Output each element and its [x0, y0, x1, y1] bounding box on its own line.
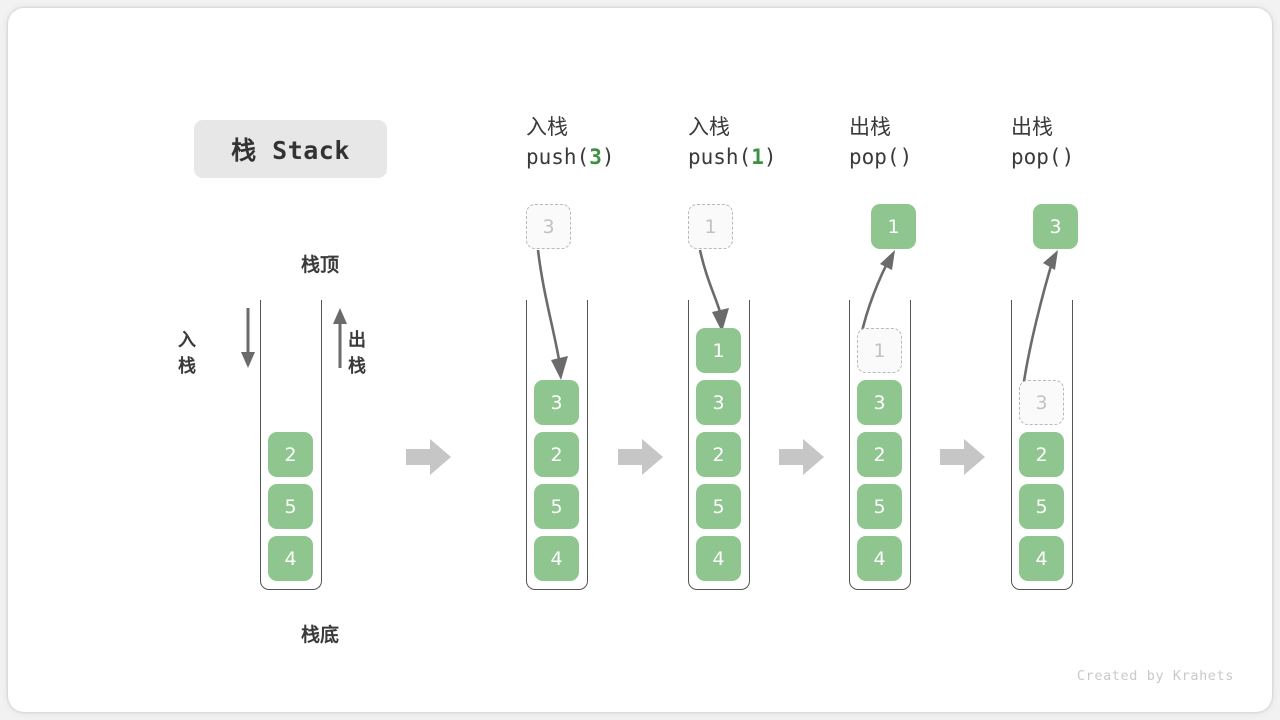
column-call-suffix: )	[763, 144, 777, 169]
stack-cell-value: 4	[550, 547, 563, 570]
stack-cell: 2	[696, 432, 741, 477]
stack-cell: 2	[534, 432, 579, 477]
column-stack-tube	[1011, 300, 1073, 590]
column-call-suffix: )	[601, 144, 615, 169]
stack-cell: 2	[1019, 432, 1064, 477]
stack-cell-value: 4	[284, 547, 297, 570]
stack-cell: 5	[1019, 484, 1064, 529]
column-heading: 出栈 pop()	[849, 113, 999, 173]
floating-element: 1	[871, 204, 916, 249]
push-motion-arrow-icon	[698, 249, 729, 332]
column-op-label: 出栈	[1011, 115, 1053, 139]
floating-element-value: 1	[704, 215, 717, 238]
floating-element: 3	[1033, 204, 1078, 249]
stack-cell-removed: 1	[857, 328, 902, 373]
floating-element-value: 3	[1049, 215, 1062, 238]
stack-cell-value: 1	[873, 339, 886, 362]
floating-element: 3	[526, 204, 571, 249]
diagram-title-badge: 栈 Stack	[194, 120, 387, 178]
column-call-prefix: pop(	[1011, 144, 1062, 169]
stack-cell-value: 5	[712, 495, 725, 518]
stack-cell-value: 3	[1035, 391, 1048, 414]
column-stack-tube	[849, 300, 911, 590]
stack-cell-value: 2	[550, 443, 563, 466]
step-arrow-2	[618, 439, 663, 475]
stack-cell: 4	[268, 536, 313, 581]
column-call-prefix: push(	[526, 144, 590, 169]
column-call-arg: 3	[589, 144, 602, 169]
stack-cell: 3	[857, 380, 902, 425]
stack-cell-value: 5	[284, 495, 297, 518]
column-op-label: 入栈	[526, 115, 568, 139]
stack-cell: 4	[696, 536, 741, 581]
stack-cell: 3	[534, 380, 579, 425]
stack-cell: 2	[857, 432, 902, 477]
push-motion-arrow-icon	[536, 249, 568, 380]
stack-top-label: 栈顶	[300, 254, 339, 276]
push-direction-label: 入栈	[178, 330, 196, 377]
column-call-arg: 1	[751, 144, 764, 169]
stack-cell: 4	[1019, 536, 1064, 581]
stack-cell: 4	[534, 536, 579, 581]
pop-direction-label: 出栈	[348, 330, 366, 377]
stack-cell-value: 2	[712, 443, 725, 466]
stack-bottom-label: 栈底	[300, 624, 339, 646]
stack-cell-value: 3	[712, 391, 725, 414]
stack-cell-value: 5	[1035, 495, 1048, 518]
floating-element-value: 1	[887, 215, 900, 238]
stack-cell-value: 3	[873, 391, 886, 414]
stack-cell-value: 1	[712, 339, 725, 362]
column-heading: 入栈 push(3)	[526, 113, 676, 173]
step-arrow-4	[940, 439, 985, 475]
stack-cell: 5	[696, 484, 741, 529]
stack-cell-value: 2	[1035, 443, 1048, 466]
stack-cell: 3	[696, 380, 741, 425]
column-call-suffix: )	[1061, 144, 1075, 169]
stack-cell-value: 4	[873, 547, 886, 570]
pop-motion-arrow-icon	[1021, 250, 1058, 389]
column-call-suffix: )	[899, 144, 913, 169]
stack-cell: 5	[268, 484, 313, 529]
stack-cell: 2	[268, 432, 313, 477]
column-op-label: 入栈	[688, 115, 730, 139]
stack-cell: 4	[857, 536, 902, 581]
push-direction-arrow-icon	[241, 308, 255, 368]
column-stack-tube	[688, 300, 750, 590]
stack-cell-value: 2	[873, 443, 886, 466]
stack-cell-value: 4	[1035, 547, 1048, 570]
column-stack-tube	[526, 300, 588, 590]
column-call-prefix: push(	[688, 144, 752, 169]
main-stack-tube	[260, 300, 322, 590]
stack-cell-value: 5	[873, 495, 886, 518]
column-call-prefix: pop(	[849, 144, 900, 169]
floating-element-value: 3	[542, 215, 555, 238]
credit-text: Created by Krahets	[1076, 668, 1234, 684]
stack-cell: 1	[696, 328, 741, 373]
diagram-title-text: 栈 Stack	[231, 136, 350, 165]
pop-direction-arrow-icon	[333, 308, 347, 368]
step-arrow-3	[779, 439, 824, 475]
stack-cell-value: 4	[712, 547, 725, 570]
stack-cell-removed: 3	[1019, 380, 1064, 425]
column-op-label: 出栈	[849, 115, 891, 139]
diagram-card: 栈 Stack 栈顶 栈底 入栈 出栈 2 5 4	[8, 8, 1272, 712]
stack-cell: 5	[857, 484, 902, 529]
column-heading: 入栈 push(1)	[688, 113, 838, 173]
stack-cell-value: 2	[284, 443, 297, 466]
step-arrow-1	[406, 439, 451, 475]
column-heading: 出栈 pop()	[1011, 113, 1161, 173]
stack-cell: 5	[534, 484, 579, 529]
stack-cell-value: 3	[550, 391, 563, 414]
floating-element: 1	[688, 204, 733, 249]
stack-cell-value: 5	[550, 495, 563, 518]
pop-motion-arrow-icon	[859, 250, 895, 337]
